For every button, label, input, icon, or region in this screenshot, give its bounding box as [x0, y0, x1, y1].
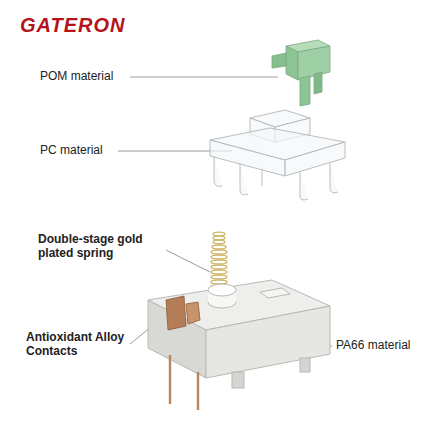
housing-clip — [300, 172, 308, 200]
housing-skirt — [285, 142, 345, 176]
center-post — [208, 284, 236, 296]
housing-post — [232, 372, 244, 388]
spring-coil — [212, 245, 226, 249]
stem — [272, 40, 330, 106]
spring-coil — [211, 280, 227, 284]
bottom-housing — [148, 280, 330, 378]
housing-clip — [240, 163, 248, 195]
stem-tab — [272, 53, 286, 68]
pin — [169, 355, 171, 404]
stem-leg — [300, 76, 310, 106]
top-housing — [210, 110, 345, 200]
pin — [197, 372, 199, 410]
part-label: PC material — [40, 143, 114, 157]
leader-line — [130, 77, 278, 78]
contacts — [166, 296, 200, 330]
leader-line — [166, 250, 210, 272]
housing-clip — [214, 156, 222, 186]
housing-slot — [260, 288, 290, 298]
pins — [170, 355, 198, 410]
stem-face — [286, 46, 298, 80]
spring-coil — [211, 260, 227, 264]
housing-skirt — [210, 140, 285, 176]
housing-post — [300, 358, 310, 372]
spring-coil — [213, 232, 225, 236]
spring-coil — [211, 270, 227, 274]
contact-leaf — [186, 302, 200, 324]
spring-coil — [211, 275, 227, 279]
spring — [211, 232, 227, 289]
spring-coil — [213, 240, 225, 244]
brand-logo: GATERON — [20, 13, 126, 37]
housing-face — [206, 306, 330, 378]
part-label: Antioxidant Alloy Contacts — [26, 330, 126, 359]
stem-leg — [314, 72, 322, 94]
housing-posts — [232, 358, 310, 388]
spring-coil — [213, 236, 225, 240]
part-label: Double-stage gold plated spring — [38, 232, 162, 261]
spring-coil — [211, 255, 227, 259]
housing-clip — [330, 163, 338, 193]
contact-leaf — [166, 296, 186, 330]
housing-clip — [262, 169, 263, 186]
part-label: PA66 material — [336, 338, 426, 352]
spring-coil — [211, 250, 227, 254]
spring-coil — [211, 265, 227, 269]
part-label: POM material — [40, 69, 126, 83]
